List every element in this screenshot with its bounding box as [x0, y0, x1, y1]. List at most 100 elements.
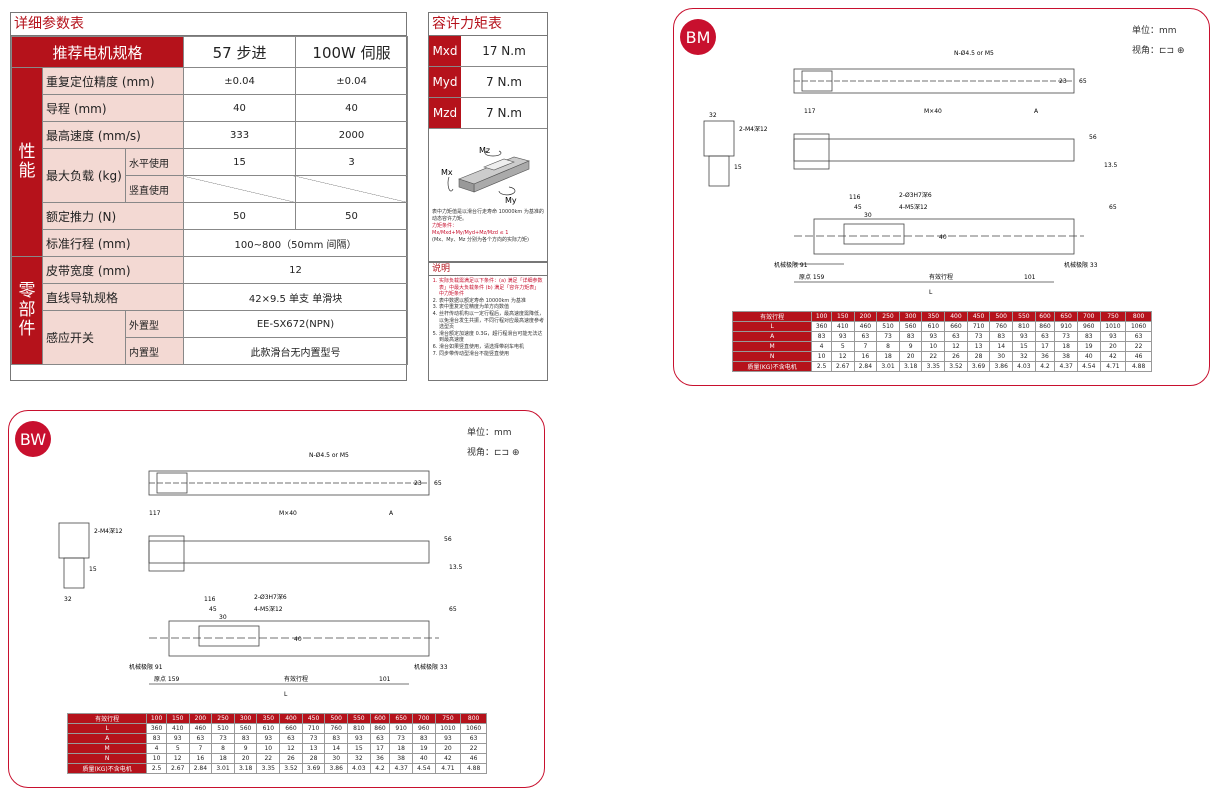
table-cell: 13 — [966, 341, 991, 352]
table-cell: 350 — [256, 713, 281, 724]
table-cell: 22 — [256, 753, 281, 764]
table-cell: L — [66, 723, 148, 734]
table-cell: 410 — [165, 723, 190, 734]
unit-label: 单位：mm — [467, 428, 512, 438]
view-label: 视角：⊏⊐ ⊕ — [467, 445, 520, 458]
bm-badge: BM — [680, 19, 716, 55]
stroke-label: 有效行程 — [929, 273, 953, 281]
spec-title: 详细参数表 — [11, 13, 406, 36]
torque-value: 7 N.m — [486, 75, 522, 89]
table-cell: 610 — [256, 723, 281, 734]
table-cell: 22 — [921, 351, 946, 362]
my-label: My — [505, 196, 517, 205]
table-cell: 250 — [211, 713, 235, 724]
m4-label: 2-M4深12 — [739, 125, 768, 133]
cell-value: ±0.04 — [295, 67, 409, 95]
cell-value: 40 — [183, 94, 297, 122]
table-cell: 500 — [989, 311, 1014, 322]
sub-label: 水平使用 — [124, 148, 185, 176]
note-text: Mx/Mxd+My/Myd+Mz/Mzd ≤ 1 — [432, 230, 509, 236]
table-cell: 2.67 — [830, 361, 855, 372]
dim-56: 56 — [444, 536, 452, 543]
mx-label: Mx — [441, 168, 453, 177]
table-cell: N — [731, 351, 813, 362]
dim-23: 23 — [1059, 78, 1067, 85]
table-cell: 14 — [989, 341, 1014, 352]
dim-40: 40 — [939, 234, 947, 241]
explanation-box: 说明 实际负载需满足以下条件：(a) 满足「详细参数表」中最大负载条件 (b) … — [428, 262, 548, 381]
table-cell: 960 — [1076, 321, 1101, 332]
table-cell: 20 — [898, 351, 923, 362]
table-cell: 810 — [1012, 321, 1036, 332]
view-text: 视角： — [1132, 46, 1160, 56]
table-cell: 22 — [1125, 341, 1152, 352]
table-cell: 100 — [146, 713, 167, 724]
dim-15: 15 — [89, 566, 97, 573]
cell-value: ±0.04 — [183, 67, 297, 95]
table-cell: 4.54 — [411, 763, 436, 774]
table-cell: 960 — [411, 723, 436, 734]
table-cell: 3.35 — [256, 763, 281, 774]
table-cell: 3.01 — [876, 361, 900, 372]
table-cell: 4.03 — [1012, 361, 1036, 372]
table-cell: 22 — [460, 743, 487, 754]
table-cell: 质量(KG)不含电机 — [66, 763, 148, 774]
table-cell: 350 — [921, 311, 946, 322]
dim-32: 32 — [64, 596, 72, 603]
lim33-label: 机械极限 33 — [1064, 261, 1098, 269]
table-cell: 46 — [1125, 351, 1152, 362]
torque-key: Mxd — [429, 36, 461, 66]
origin-label: 原点 159 — [154, 675, 180, 683]
hole-label: N-Ø4.5 or M5 — [954, 50, 994, 57]
table-cell: 150 — [165, 713, 190, 724]
table-cell: 38 — [1054, 351, 1078, 362]
dim-116: 116 — [204, 596, 216, 603]
table-cell: 450 — [966, 311, 991, 322]
table-cell: A — [731, 331, 813, 342]
table-cell: 73 — [389, 733, 413, 744]
dim-65b: 65 — [1109, 204, 1117, 211]
dim-40: 40 — [294, 636, 302, 643]
explanation-item: 实际负载需满足以下条件：(a) 满足「详细参数表」中最大负载条件 (b) 满足「… — [439, 278, 544, 298]
table-cell: 4.37 — [1054, 361, 1078, 372]
table-cell: 550 — [347, 713, 371, 724]
dim-116: 116 — [849, 194, 861, 201]
hole-label: N-Ø4.5 or M5 — [309, 452, 349, 459]
table-cell: 18 — [1054, 341, 1078, 352]
table-cell: 63 — [460, 733, 487, 744]
table-cell: 9 — [898, 341, 923, 352]
explanation-item: 滑台额定加速度 0.3G，超行程滑台可能无法达到最高速度 — [439, 331, 544, 344]
row-label: 最大负载 (kg) — [42, 148, 126, 203]
table-cell: 510 — [876, 321, 900, 332]
table-cell: 30 — [324, 753, 349, 764]
view-text: 视角： — [467, 448, 495, 458]
bw-badge: BW — [15, 421, 51, 457]
empty-cell — [295, 175, 409, 203]
dim-65: 65 — [434, 480, 442, 487]
dim-117: 117 — [149, 510, 161, 517]
table-cell: 63 — [1034, 331, 1056, 342]
table-cell: 460 — [188, 723, 213, 734]
table-cell: 710 — [966, 321, 991, 332]
table-cell: 42 — [1099, 351, 1127, 362]
table-cell: 26 — [279, 753, 303, 764]
table-cell: 7 — [853, 341, 878, 352]
table-cell: 660 — [944, 321, 968, 332]
table-cell: 20 — [434, 743, 462, 754]
table-cell: 83 — [898, 331, 923, 342]
bm-panel: BM 单位：mm 视角：⊏⊐ ⊕ 117 M×40 A N-Ø4.5 or M5… — [673, 8, 1210, 386]
table-cell: 3.01 — [211, 763, 235, 774]
dim-a: A — [389, 510, 394, 517]
cell-value: EE-SX672(NPN) — [183, 310, 409, 338]
row-label: 导程 (mm) — [41, 94, 185, 122]
table-cell: 16 — [853, 351, 878, 362]
table-cell: 18 — [876, 351, 900, 362]
table-cell: 20 — [233, 753, 258, 764]
lim91-label: 机械极限 91 — [774, 261, 808, 269]
stroke-label: 有效行程 — [284, 675, 308, 683]
